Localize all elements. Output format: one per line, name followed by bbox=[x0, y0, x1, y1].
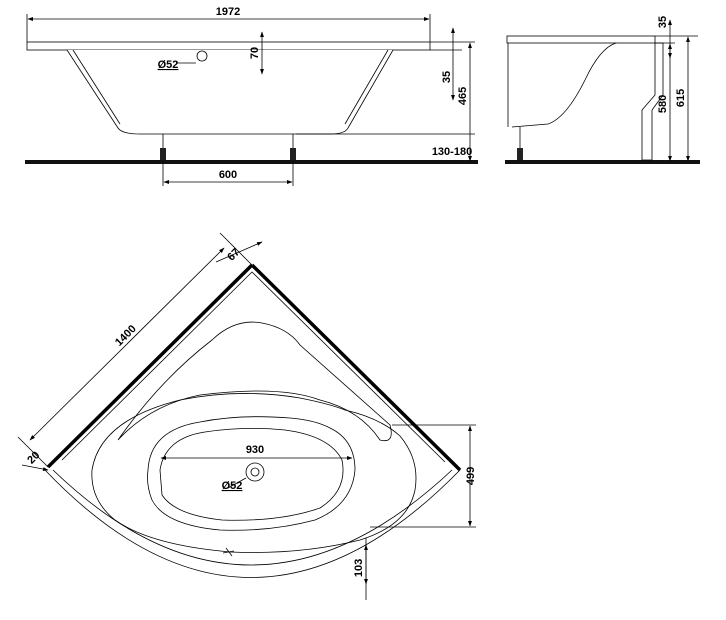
side-leg bbox=[517, 148, 523, 160]
side-panel-height-label: 580 bbox=[657, 95, 669, 113]
front-drain-circle bbox=[196, 50, 208, 62]
front-rim-depth-label: 70 bbox=[249, 47, 261, 59]
front-leg-height-label: 130-180 bbox=[432, 146, 472, 158]
front-total-height-label: 465 bbox=[457, 87, 469, 105]
plan-drain-inner bbox=[250, 467, 260, 477]
side-apron-panel bbox=[641, 42, 664, 161]
front-leg-left bbox=[160, 148, 166, 160]
plan-side-ext-top bbox=[219, 232, 253, 266]
plan-corner-rim-label: 67 bbox=[225, 246, 242, 263]
plan-overflow-marker bbox=[222, 547, 235, 557]
front-rim-thickness-label: 35 bbox=[441, 71, 453, 83]
front-view: 1972 70 Ø52 35 465 130-180 600 bbox=[25, 6, 478, 186]
front-tub-body bbox=[66, 49, 394, 135]
front-tub-inner-line bbox=[72, 49, 121, 125]
front-drain-diameter-label: Ø52 bbox=[158, 59, 179, 71]
front-rim bbox=[26, 41, 431, 51]
plan-side-length-dimension bbox=[29, 247, 225, 441]
side-total-height-label: 615 bbox=[675, 89, 687, 107]
plan-edge-rim-dimension bbox=[21, 464, 49, 471]
plan-drain-diameter-label: Ø52 bbox=[222, 480, 243, 492]
side-view: 35 580 615 bbox=[505, 16, 700, 164]
plan-front-depth-label: 499 bbox=[465, 467, 477, 485]
plan-inner-length-label: 930 bbox=[246, 444, 264, 456]
side-tub-profile bbox=[511, 42, 617, 128]
side-rim bbox=[506, 35, 656, 44]
front-leg-spacing-label: 600 bbox=[219, 169, 237, 181]
plan-view: 1400 67 20 930 Ø52 499 103 bbox=[17, 232, 477, 600]
plan-side-ext-bottom bbox=[17, 436, 49, 468]
front-leg-right bbox=[290, 148, 296, 160]
plan-inner-front-arc bbox=[52, 469, 453, 566]
plan-corner-rim-line bbox=[61, 271, 446, 463]
plan-corner-rim-dimension bbox=[215, 241, 263, 263]
plan-edge-rim-label: 20 bbox=[25, 449, 42, 466]
side-rim-thickness-label: 35 bbox=[657, 16, 669, 28]
plan-wall-left bbox=[46, 263, 254, 469]
front-width-label: 1972 bbox=[216, 6, 240, 18]
plan-backrest-contour bbox=[117, 321, 392, 442]
plan-drain-leader bbox=[227, 477, 247, 489]
plan-front-rim-label: 103 bbox=[353, 559, 365, 577]
plan-outer-front-arc bbox=[44, 469, 461, 578]
front-tub-inner-line-right bbox=[344, 49, 389, 125]
plan-wall-right bbox=[250, 263, 462, 472]
